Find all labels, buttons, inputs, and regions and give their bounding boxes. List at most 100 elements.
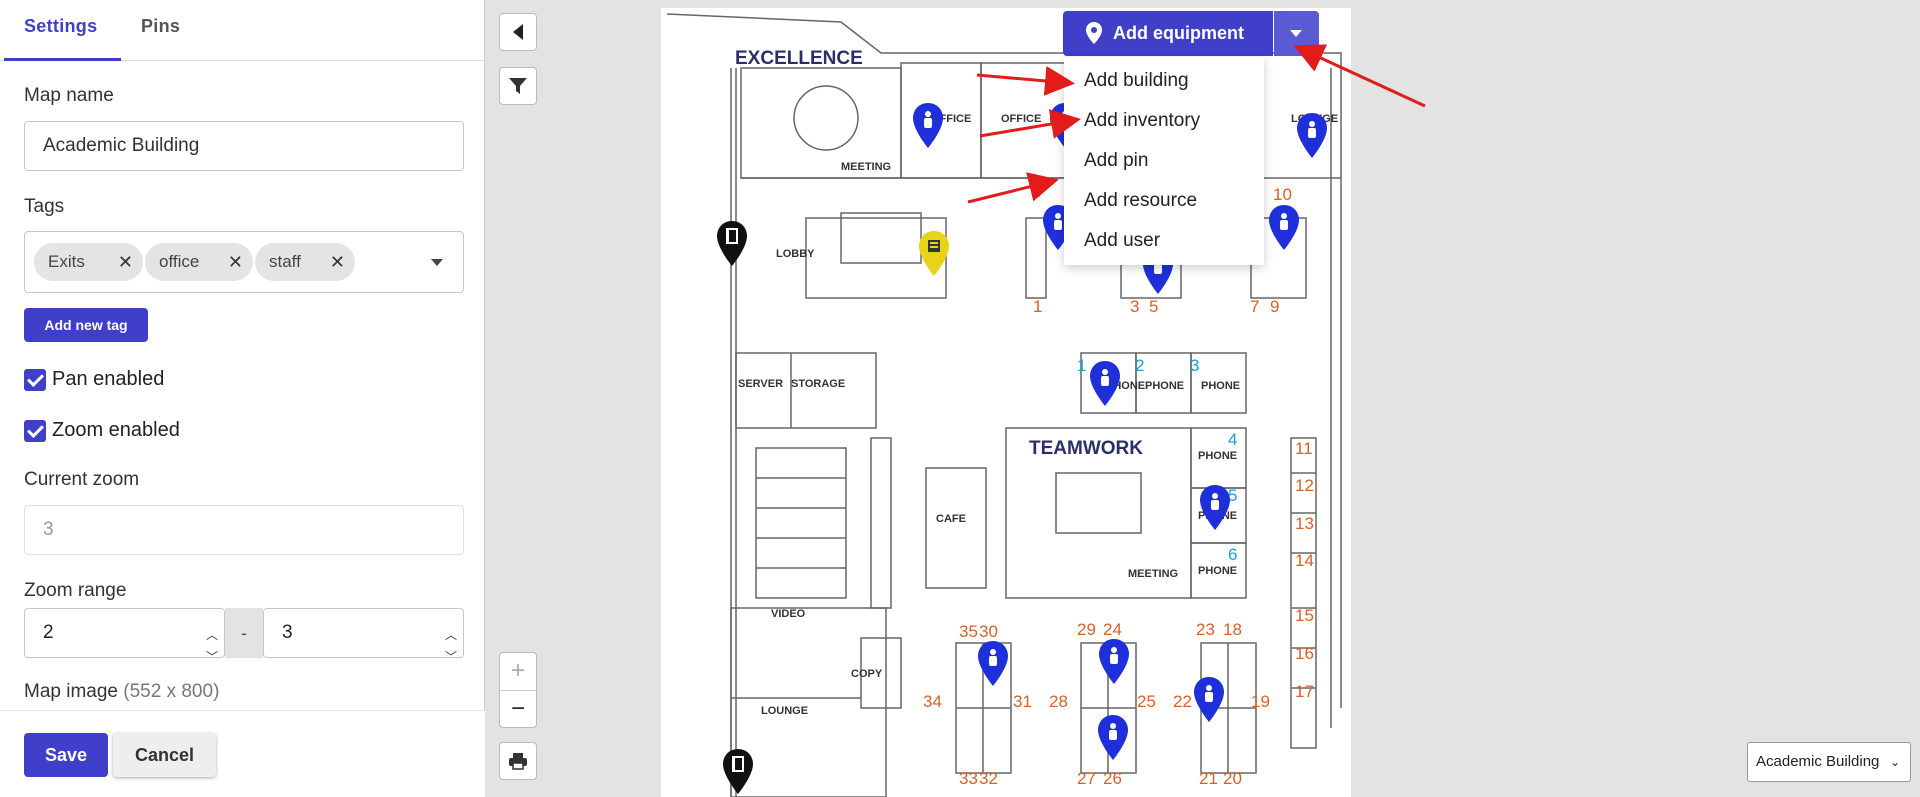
desk-number: 19 xyxy=(1251,692,1270,711)
user-pin-icon[interactable] xyxy=(976,640,1010,688)
save-button[interactable]: Save xyxy=(24,733,108,777)
desk-number: 15 xyxy=(1295,606,1314,625)
add-new-tag-button[interactable]: Add new tag xyxy=(24,308,148,342)
room-label: SERVER xyxy=(738,378,784,390)
map-name-label: Map name xyxy=(24,85,114,106)
user-pin-icon[interactable] xyxy=(1088,360,1122,408)
cancel-button[interactable]: Cancel xyxy=(113,733,216,777)
desk-number: 30 xyxy=(979,622,998,641)
current-zoom-label: Current zoom xyxy=(24,469,140,490)
desk-number: 33 xyxy=(959,769,978,788)
desk-number: 17 xyxy=(1295,682,1314,701)
zoom-min-stepper[interactable]: ︿﹀ xyxy=(206,628,219,664)
phone-number: 4 xyxy=(1228,430,1238,449)
desk-number: 35 xyxy=(959,622,978,641)
desk-number: 14 xyxy=(1295,551,1314,570)
room-label: MEETING xyxy=(1128,568,1179,580)
add-equipment-button[interactable]: Add equipment xyxy=(1063,11,1273,56)
zoom-min-input[interactable]: 2 ︿﹀ xyxy=(24,608,225,664)
room-label: PHONE xyxy=(1198,565,1238,577)
desk-number: 10 xyxy=(1273,185,1292,204)
tab-pins[interactable]: Pins xyxy=(141,16,181,36)
map-pin-icon xyxy=(1086,22,1102,44)
remove-tag-icon[interactable]: ✕ xyxy=(117,252,133,272)
desk-number: 24 xyxy=(1103,620,1122,639)
menu-item-add-resource[interactable]: Add resource xyxy=(1084,190,1198,211)
zoom-enabled-label: Zoom enabled xyxy=(52,419,180,441)
add-equipment-dropdown-toggle[interactable] xyxy=(1274,11,1319,56)
chevron-down-icon[interactable] xyxy=(431,259,443,266)
room-label: OFFICE xyxy=(1001,113,1042,125)
collapse-panel-button[interactable] xyxy=(499,13,537,51)
user-pin-icon[interactable] xyxy=(1097,638,1131,686)
desk-number: 13 xyxy=(1295,514,1314,533)
print-button[interactable] xyxy=(499,742,537,780)
tags-label: Tags xyxy=(24,196,65,217)
desk-number: 23 xyxy=(1196,620,1215,639)
zoom-enabled-checkbox[interactable] xyxy=(24,420,46,442)
exit-pin-icon[interactable] xyxy=(721,748,755,796)
inventory-pin-icon[interactable] xyxy=(917,230,951,278)
room-label: TEAMWORK xyxy=(1029,438,1143,459)
zoom-in-button[interactable]: + xyxy=(500,653,536,691)
desk-number: 16 xyxy=(1295,644,1314,663)
building-select-value: Academic Building xyxy=(1756,753,1880,770)
range-separator: - xyxy=(225,608,263,658)
zoom-min-value: 2 xyxy=(43,622,54,643)
tags-select[interactable]: Exits ✕ office ✕ staff ✕ xyxy=(24,231,464,293)
tab-settings[interactable]: Settings xyxy=(24,16,98,36)
desk-number: 12 xyxy=(1295,476,1314,495)
zoom-max-value: 3 xyxy=(282,622,293,643)
exit-pin-icon[interactable] xyxy=(715,220,749,268)
desk-number: 20 xyxy=(1223,769,1242,788)
desk-number: 26 xyxy=(1103,769,1122,788)
map-name-input[interactable]: Academic Building xyxy=(24,121,464,171)
tab-bar: Settings Pins xyxy=(0,0,484,61)
tag-chip-label: staff xyxy=(269,252,301,271)
active-tab-indicator xyxy=(4,58,121,61)
zoom-out-button[interactable]: − xyxy=(510,695,525,722)
chevron-down-icon xyxy=(1290,30,1302,37)
user-pin-icon[interactable] xyxy=(911,102,945,150)
menu-item-add-user[interactable]: Add user xyxy=(1084,230,1161,251)
desk-number: 21 xyxy=(1199,769,1218,788)
desk-number: 5 xyxy=(1149,297,1159,316)
room-label: COPY xyxy=(851,668,883,680)
desk-number: 11 xyxy=(1295,439,1313,458)
tag-chip-staff: staff ✕ xyxy=(255,243,355,281)
chevron-down-icon: ⌄ xyxy=(1889,755,1900,769)
user-pin-icon[interactable] xyxy=(1295,112,1329,160)
desk-number: 31 xyxy=(1013,692,1032,711)
pan-enabled-checkbox[interactable] xyxy=(24,369,46,391)
user-pin-icon[interactable] xyxy=(1198,484,1232,532)
filter-button[interactable] xyxy=(499,67,537,105)
tag-chip-exits: Exits ✕ xyxy=(34,243,143,281)
user-pin-icon[interactable] xyxy=(1192,676,1226,724)
pan-enabled-label: Pan enabled xyxy=(52,368,165,390)
user-pin-icon[interactable] xyxy=(1096,714,1130,762)
building-select[interactable]: Academic Building ⌄ xyxy=(1747,742,1911,782)
settings-panel: Settings Pins Map name Academic Building… xyxy=(0,0,485,797)
zoom-max-input[interactable]: 3 ︿﹀ xyxy=(263,608,464,664)
remove-tag-icon[interactable]: ✕ xyxy=(227,252,243,272)
menu-item-add-building[interactable]: Add building xyxy=(1084,70,1189,91)
user-pin-icon[interactable] xyxy=(1267,204,1301,252)
printer-icon xyxy=(509,753,527,770)
phone-number: 5 xyxy=(1228,486,1238,505)
room-label: STORAGE xyxy=(791,378,846,390)
desk-number: 32 xyxy=(979,769,998,788)
remove-tag-icon[interactable]: ✕ xyxy=(329,252,345,272)
desk-number: 7 xyxy=(1250,297,1260,316)
menu-item-add-inventory[interactable]: Add inventory xyxy=(1084,110,1201,131)
room-label: VIDEO xyxy=(771,608,806,620)
zoom-max-stepper[interactable]: ︿﹀ xyxy=(445,628,458,664)
desk-number: 34 xyxy=(923,692,942,711)
zoom-range-label: Zoom range xyxy=(24,580,127,601)
menu-item-add-pin[interactable]: Add pin xyxy=(1084,150,1149,171)
add-equipment-label: Add equipment xyxy=(1113,23,1244,43)
room-label: EXCELLENCE xyxy=(735,48,863,69)
desk-number: 22 xyxy=(1173,692,1192,711)
room-label: LOUNGE xyxy=(761,705,809,717)
phone-number: 2 xyxy=(1135,356,1145,375)
room-label: CAFE xyxy=(936,513,966,525)
